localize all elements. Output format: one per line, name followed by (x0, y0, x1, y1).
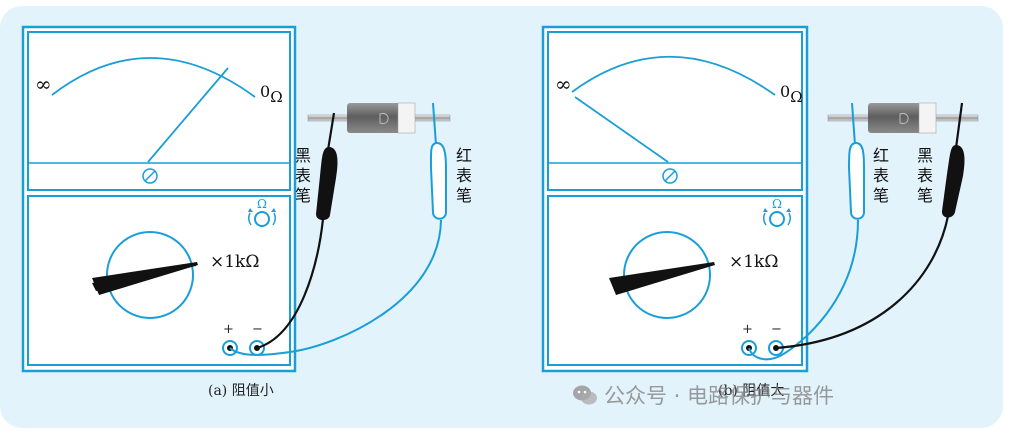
red-probe-cable (229, 219, 442, 356)
zero-ohm-label: 0Ω (780, 82, 803, 106)
diode-cathode-band (918, 102, 937, 134)
black-probe-cable (775, 215, 950, 350)
selector-pointer (609, 262, 715, 295)
black-probe-label: 黑 表 笔 (294, 146, 311, 205)
black-probe-handle (941, 145, 965, 218)
watermark: 公众号 · 电路保护与器件 (572, 380, 834, 410)
range-label: ×1kΩ (729, 252, 779, 272)
range-label: ×1kΩ (210, 252, 260, 272)
black-probe-handle (316, 147, 338, 221)
diode-b (827, 102, 979, 134)
black-probe-cable (256, 218, 325, 350)
red-probe-b (748, 102, 865, 361)
watermark-text: 公众号 · 电路保护与器件 (604, 384, 835, 408)
black-probe-b (775, 102, 965, 350)
red-probe-label: 红 表 笔 (872, 146, 889, 205)
red-probe-handle (847, 141, 865, 220)
multimeter-b (541, 25, 809, 373)
caption-b: (b) 阻值大 (718, 383, 785, 399)
meter-needle (574, 96, 669, 163)
plus-sign: + (223, 322, 234, 337)
ohm-adjust-knob (769, 211, 785, 227)
meter-needle (147, 67, 229, 163)
meter-dial-window (27, 31, 291, 191)
diode-a (307, 102, 451, 134)
ohm-adjust-knob (254, 211, 270, 227)
multimeter-a (21, 25, 297, 373)
minus-sign: − (771, 322, 782, 337)
meter-control-panel (27, 195, 291, 366)
meter-body (21, 25, 297, 373)
plus-sign: + (742, 322, 753, 337)
diode-cathode-band (397, 102, 416, 134)
red-probe-label: 红 表 笔 (455, 146, 472, 205)
wechat-icon (573, 385, 597, 405)
zero-ohm-label: 0Ω (260, 82, 283, 106)
caption-a: (a) 阻值小 (208, 383, 274, 399)
ohm-scale-arc (571, 55, 776, 96)
black-probe-a (256, 112, 338, 350)
minus-sign: − (252, 322, 263, 337)
red-probe-cable (748, 219, 859, 361)
knob-ohm-symbol: Ω (257, 197, 267, 211)
infinity-symbol: ∞ (35, 72, 52, 96)
ohm-scale-arc (51, 57, 256, 98)
meter-body (541, 25, 809, 373)
meter-dial-window (547, 31, 803, 191)
black-probe-label: 黑 表 笔 (916, 146, 933, 205)
infinity-symbol: ∞ (555, 72, 572, 96)
meter-control-panel (547, 195, 803, 366)
knob-ohm-symbol: Ω (772, 197, 782, 211)
red-probe-handle (429, 141, 447, 220)
red-probe-a (229, 102, 447, 356)
